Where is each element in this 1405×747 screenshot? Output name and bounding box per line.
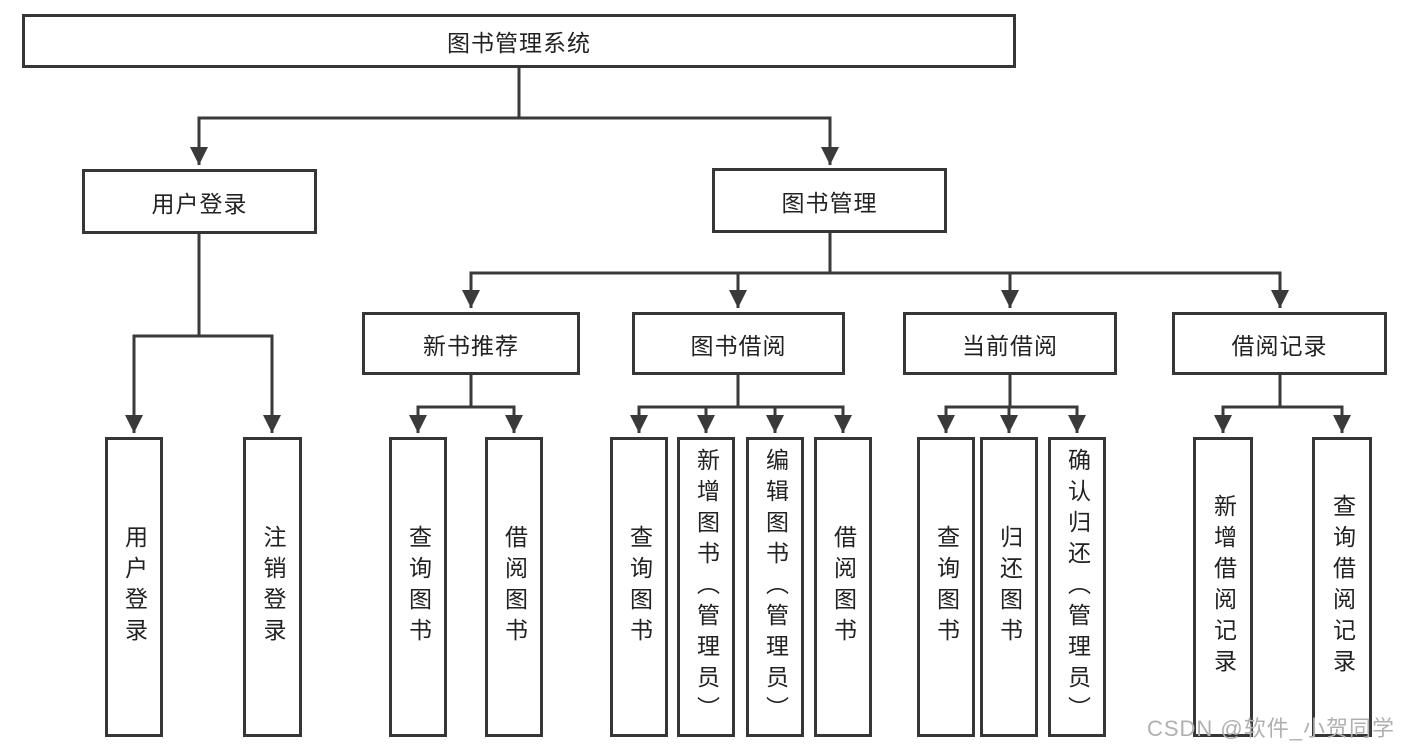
node-book-borrowing: 图书借阅 <box>632 312 845 375</box>
connector-book-borrowing-to-leaves <box>630 374 852 433</box>
connector-root-to-level2 <box>190 67 839 165</box>
leaf-borrowing-borrow-books: 借阅图书 <box>814 437 872 737</box>
leaf-borrowing-edit-books-admin: 编辑图书（管理员） <box>746 437 804 737</box>
node-new-book-recommend: 新书推荐 <box>362 312 580 375</box>
node-label: 确认归还（管理员） <box>1064 447 1091 727</box>
leaf-current-query-books: 查询图书 <box>917 437 975 737</box>
node-label: 图书管理系统 <box>447 30 591 56</box>
node-borrowing-records: 借阅记录 <box>1172 312 1387 375</box>
node-label: 用户登录 <box>121 525 148 649</box>
node-label: 查询图书 <box>405 525 432 649</box>
leaf-records-add-record: 新增借阅记录 <box>1193 437 1253 737</box>
leaf-newbook-borrow-books: 借阅图书 <box>485 437 543 737</box>
node-label: 图书管理 <box>781 189 878 216</box>
node-label: 用户登录 <box>151 190 248 217</box>
leaf-records-query-record: 查询借阅记录 <box>1312 437 1372 737</box>
leaf-user-login: 用户登录 <box>105 437 163 737</box>
node-label: 借阅图书 <box>830 525 857 649</box>
node-label: 新增图书（管理员） <box>693 447 720 727</box>
node-label: 新增借阅记录 <box>1210 494 1237 680</box>
node-label: 查询图书 <box>626 525 653 649</box>
node-label: 图书借阅 <box>690 332 787 359</box>
node-label: 编辑图书（管理员） <box>762 447 789 727</box>
node-label: 注销登录 <box>260 525 286 649</box>
leaf-newbook-query-books: 查询图书 <box>389 437 447 737</box>
node-current-borrowing: 当前借阅 <box>903 312 1117 375</box>
leaf-current-confirm-return-admin: 确认归还（管理员） <box>1048 437 1106 737</box>
connector-user-login-to-leaves <box>125 233 281 433</box>
connector-new-book-to-leaves <box>409 374 523 433</box>
node-user-login: 用户登录 <box>82 169 317 234</box>
node-label: 当前借阅 <box>962 332 1058 359</box>
connector-current-borrowing-to-leaves <box>937 374 1086 433</box>
node-label: 归还图书 <box>996 525 1023 649</box>
node-library-management-system: 图书管理系统 <box>22 14 1016 68</box>
leaf-borrowing-add-books-admin: 新增图书（管理员） <box>677 437 735 737</box>
node-book-management: 图书管理 <box>712 168 947 233</box>
node-label: 查询借阅记录 <box>1329 494 1356 680</box>
leaf-borrowing-query-books: 查询图书 <box>610 437 668 737</box>
node-label: 新书推荐 <box>423 332 519 359</box>
leaf-logout-login: 注销登录 <box>243 437 302 737</box>
connector-book-management-to-level3 <box>462 232 1289 308</box>
leaf-current-return-books: 归还图书 <box>980 437 1038 737</box>
node-label: 借阅图书 <box>501 525 528 649</box>
node-label: 查询图书 <box>933 525 960 649</box>
watermark-text: CSDN @软件_小贺同学 <box>1146 716 1395 741</box>
connector-borrowing-records-to-leaves <box>1214 374 1351 433</box>
node-label: 借阅记录 <box>1231 332 1328 359</box>
